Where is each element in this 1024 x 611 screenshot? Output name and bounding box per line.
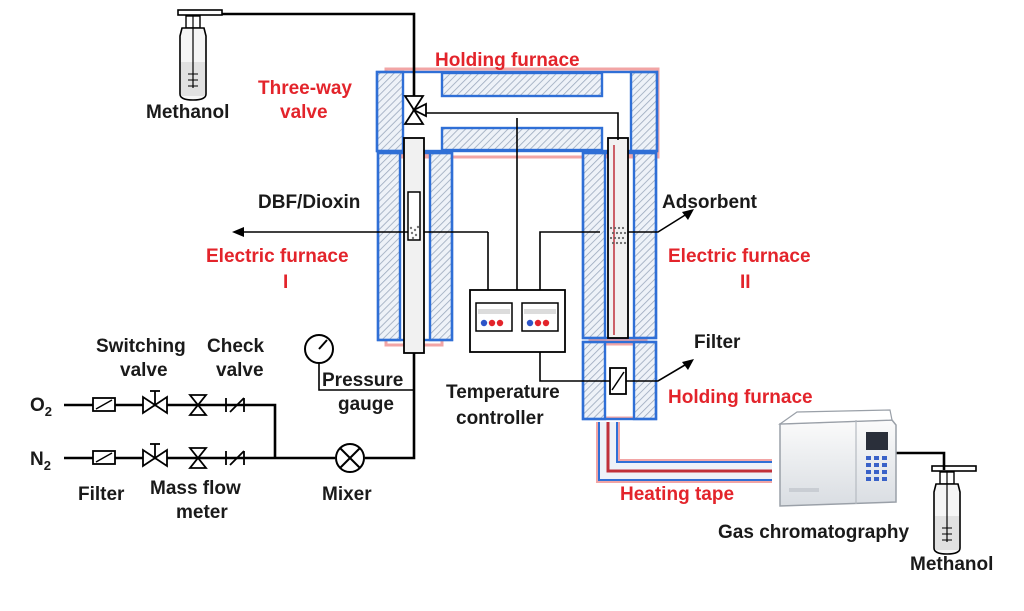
gas-bottle-icon (177, 9, 223, 101)
label-adsorbent: Adsorbent (662, 192, 758, 213)
label-mass-flow-1: Mass flow (150, 478, 241, 499)
temperature-controller-icon (469, 289, 566, 353)
label-holding-furnace-bottom: Holding furnace (668, 387, 813, 408)
label-gas-chromatography: Gas chromatography (718, 522, 910, 543)
three-way-valve-icon (403, 95, 427, 125)
label-dbf-dioxin: DBF/Dioxin (258, 192, 360, 213)
label-electric-furnace-2: Electric furnace (668, 246, 811, 267)
mixer-icon (335, 443, 365, 473)
reactor-tube-2 (607, 137, 629, 339)
label-n2: N2 (30, 449, 51, 473)
label-methanol-bottom: Methanol (910, 554, 993, 575)
label-check-valve-1: Check (207, 336, 264, 357)
label-pressure-gauge-2: gauge (338, 394, 394, 415)
label-pressure-gauge-1: Pressure (322, 370, 403, 391)
heating-tape (596, 422, 772, 483)
holding-furnace-top (375, 67, 660, 159)
label-electric-furnace-1: Electric furnace (206, 246, 349, 267)
label-o2: O2 (30, 395, 52, 419)
label-mass-flow-2: meter (176, 502, 228, 523)
label-temperature-controller-1: Temperature (446, 382, 560, 403)
label-temperature-controller-2: controller (456, 408, 544, 429)
o2-line-components (92, 390, 245, 416)
filter-icon (609, 367, 627, 395)
label-methanol-top: Methanol (146, 102, 229, 123)
label-three-way-valve-2: valve (280, 102, 328, 123)
label-electric-furnace-2-num: II (740, 272, 751, 293)
label-filter-left: Filter (78, 484, 125, 505)
pressure-gauge-icon (304, 334, 334, 364)
label-switching-valve-1: Switching (96, 336, 186, 357)
label-filter-right: Filter (694, 332, 741, 353)
label-holding-furnace-top: Holding furnace (435, 50, 580, 71)
n2-line-components (92, 443, 245, 469)
label-switching-valve-2: valve (120, 360, 168, 381)
label-heating-tape: Heating tape (620, 484, 734, 505)
electric-furnace-2 (581, 151, 658, 342)
label-three-way-valve-1: Three-way (258, 78, 352, 99)
label-electric-furnace-1-num: I (283, 272, 288, 293)
reactor-tube-1 (403, 137, 425, 354)
gas-chromatograph-icon (778, 409, 897, 507)
label-check-valve-2: valve (216, 360, 264, 381)
gas-bottle-icon-2 (931, 465, 977, 555)
label-mixer: Mixer (322, 484, 372, 505)
